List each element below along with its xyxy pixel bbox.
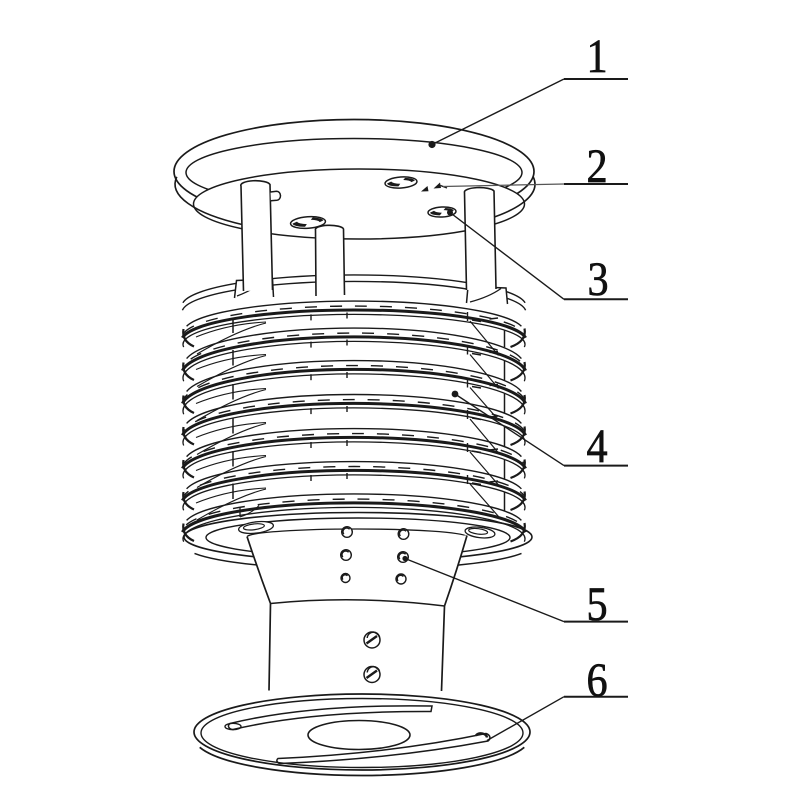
svg-text:3: 3: [587, 253, 608, 306]
svg-text:6: 6: [586, 654, 607, 707]
svg-text:1: 1: [586, 30, 607, 83]
svg-text:2: 2: [586, 140, 607, 193]
svg-text:5: 5: [586, 578, 607, 631]
svg-text:4: 4: [586, 420, 607, 473]
